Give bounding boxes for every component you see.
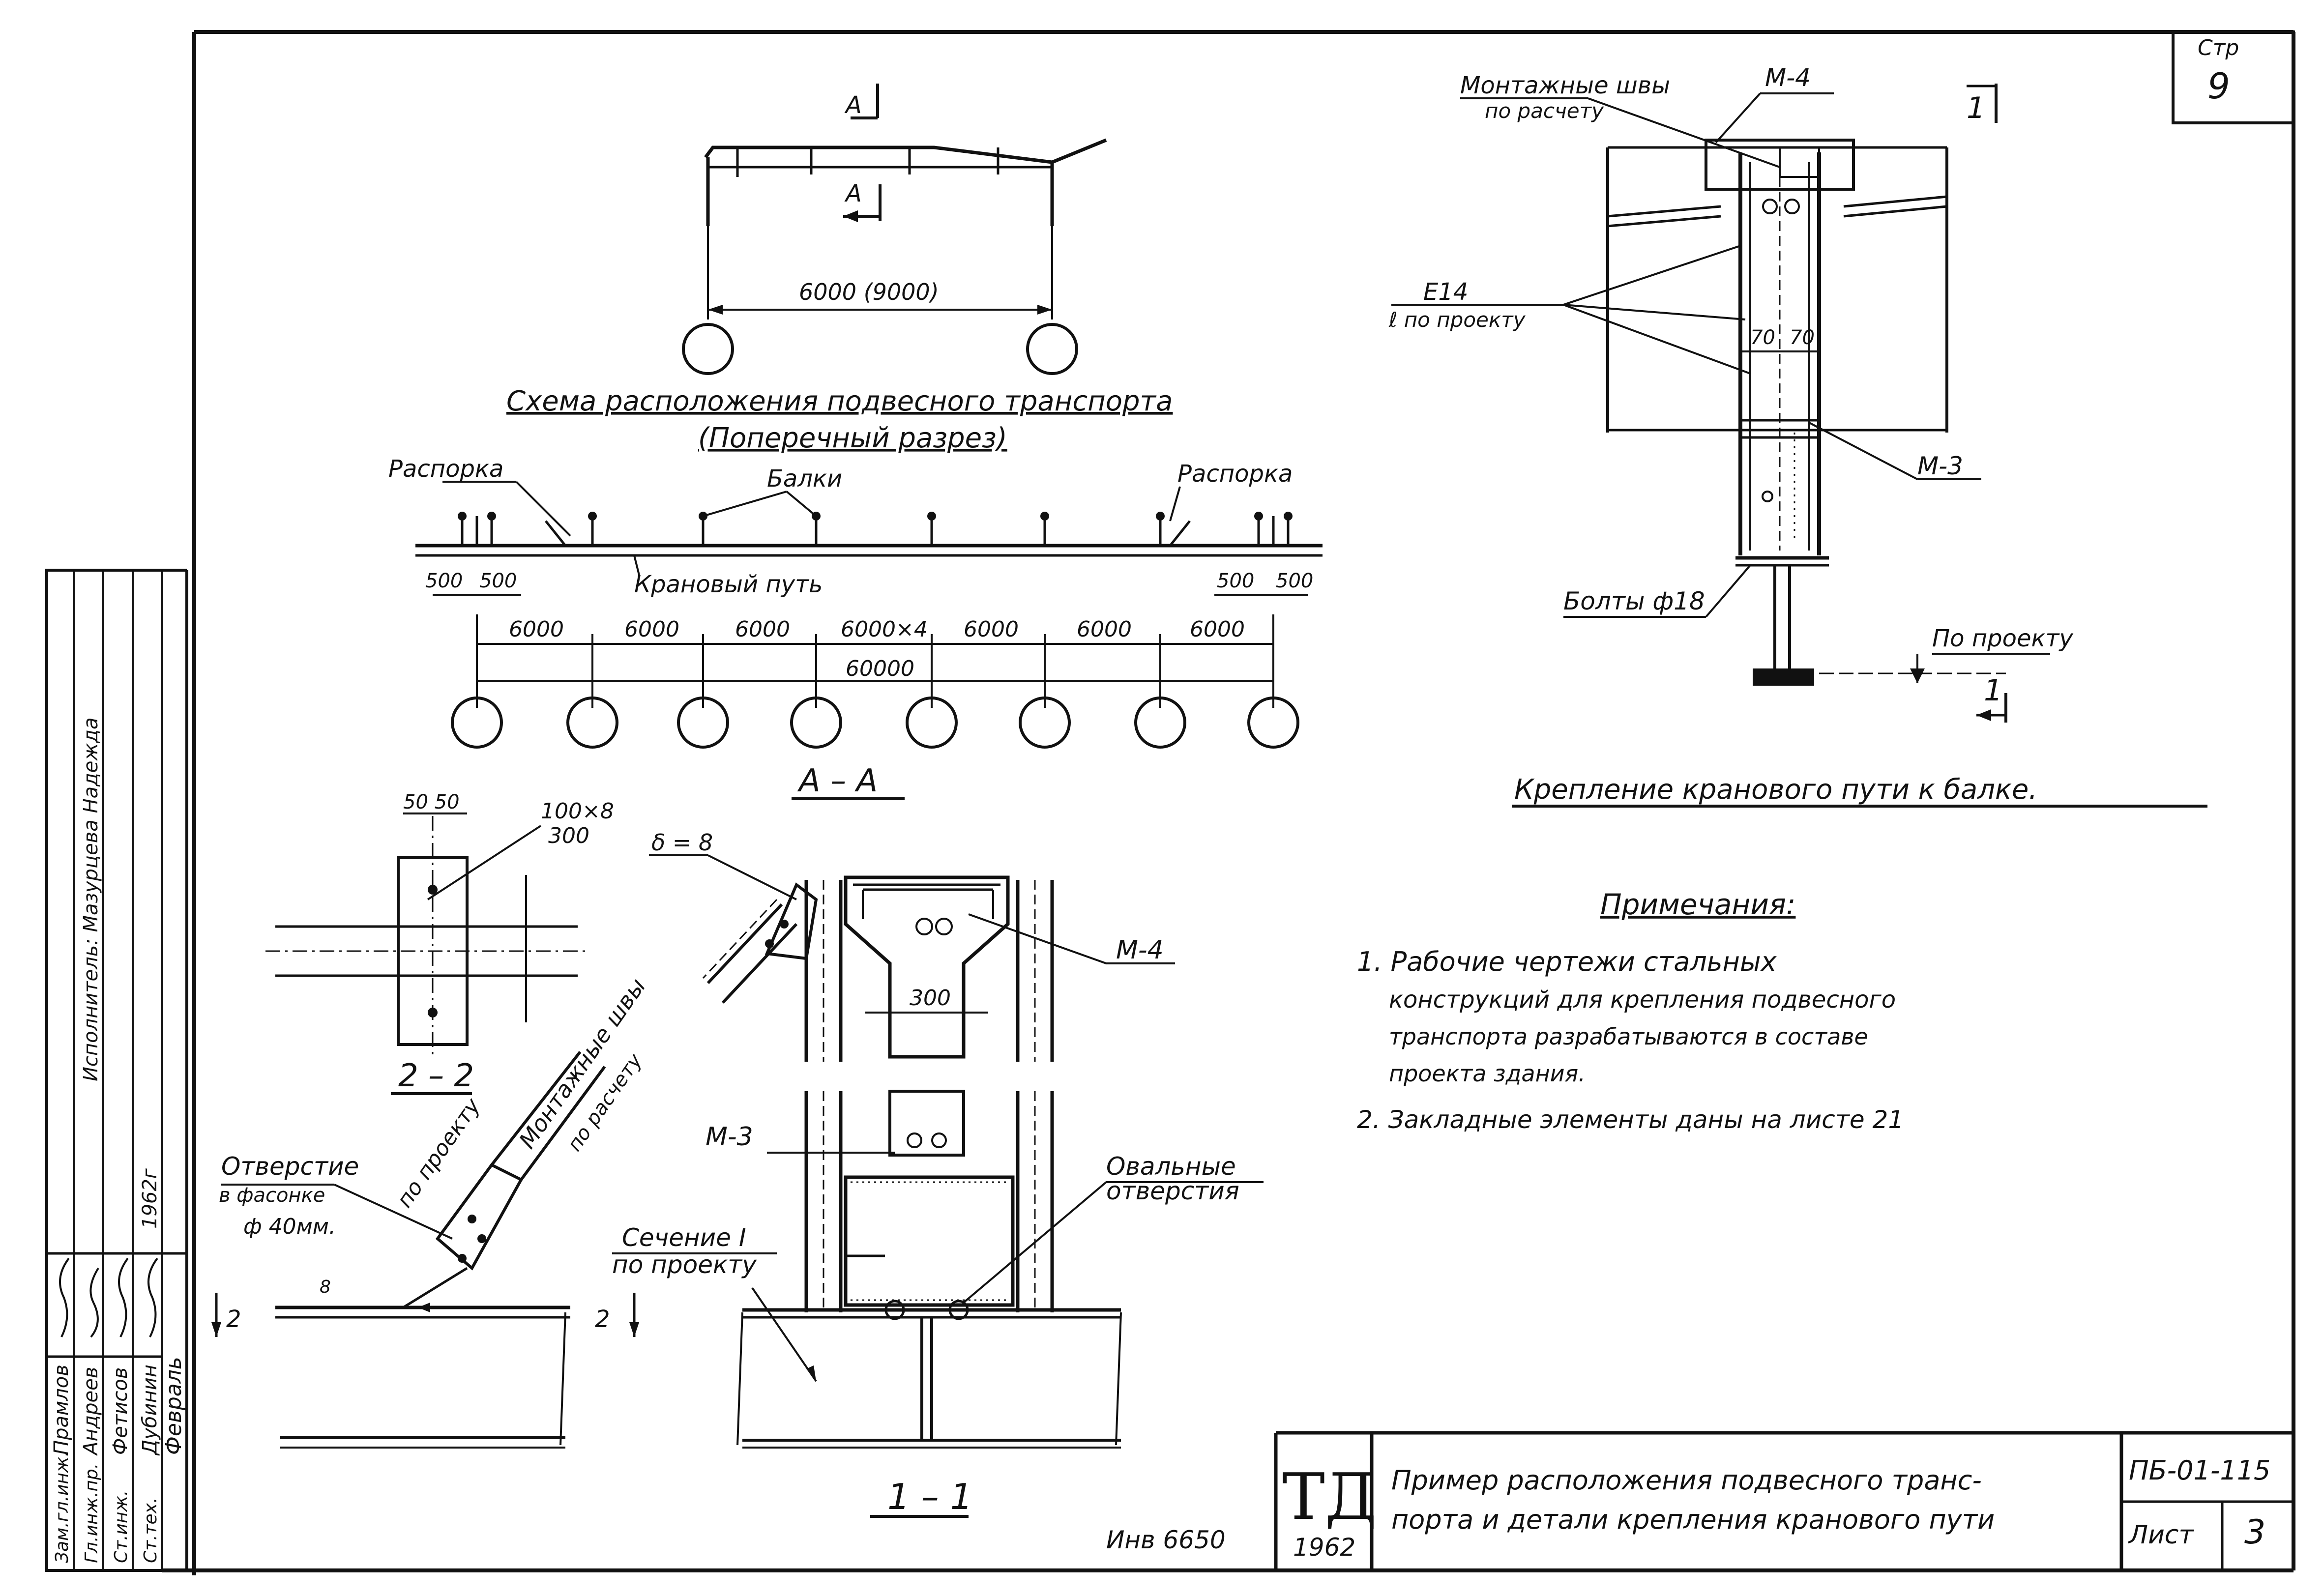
sheet-label: Лист (2128, 1520, 2194, 1550)
stamp-name-1: Прамлов (50, 1364, 73, 1455)
span-dimension: 6000 (9000) (799, 279, 939, 305)
scheme-title: Схема расположения подвесного транспорта (506, 385, 1173, 417)
stamp-executor: Исполнитель: Мазурцева Надежда (80, 717, 102, 1081)
left-stamp: Зам.гл.инж. Прамлов Гл.инж.пр. Андреев С… (45, 569, 188, 1572)
column-axes (451, 696, 1299, 749)
note-1-line-2: конструкций для крепления подвесного (1389, 986, 1896, 1014)
label-m4-top: М-4 (1765, 63, 1811, 92)
spacing-1: 6000 (509, 617, 564, 642)
crane-detail-title: Крепление кранового пути к балке. (1514, 774, 2037, 806)
oval-holes-2: отверстия (1106, 1177, 1239, 1205)
sheet-number: 3 (2244, 1513, 2265, 1552)
drawing-code: ПБ-01-115 (2129, 1455, 2270, 1486)
edge-dim-right-1: 500 (1217, 570, 1254, 592)
spacing-4: 6000×4 (841, 617, 928, 642)
stamp-name-2: Андреев (80, 1367, 102, 1456)
note-1-line-3: транспорта разрабатываются в составе (1389, 1023, 1868, 1050)
dim-300: 300 (910, 986, 951, 1011)
dims-50-50: 50 50 (403, 791, 460, 813)
dim-70-a: 70 (1750, 326, 1775, 349)
cut-mark-1-bottom: 1 (1984, 673, 2002, 708)
plate-size: 100×8 (541, 799, 614, 824)
edge-dim-left-1: 500 (425, 570, 463, 592)
stamp-name-3: Фетисов (109, 1367, 132, 1455)
label-m3-section: М-3 (706, 1122, 753, 1152)
cut-mark-2-left: 2 (226, 1306, 241, 1333)
welds-label-2: по расчету (1485, 99, 1604, 123)
spacing-5: 6000 (964, 617, 1019, 642)
total-length: 60000 (846, 656, 914, 681)
notes: Примечания: 1. Рабочие чертежи стальных … (1357, 888, 1904, 1134)
logo-year: 1962 (1293, 1533, 1355, 1562)
label-e14-sub: ℓ по проекту (1388, 308, 1526, 332)
label-m3-top: М-3 (1917, 452, 1963, 480)
label-e14: Е14 (1423, 278, 1468, 306)
label-strut-right: Распорка (1177, 460, 1293, 488)
note-1-line-4: проекта здания. (1389, 1060, 1586, 1087)
title-line-1: Пример расположения подвесного транс- (1391, 1465, 1982, 1496)
section-a-a-title: А – А (797, 763, 878, 799)
note-2: 2. Закладные элементы даны на листе 21 (1357, 1105, 1904, 1134)
welds-label-1: Монтажные швы (1460, 72, 1670, 99)
small-dim-8: 8 (320, 1277, 331, 1297)
inventory-number: Инв 6650 (1106, 1526, 1226, 1554)
title-line-2: порта и детали крепления кранового пути (1391, 1504, 1995, 1535)
oval-holes-1: Овальные (1106, 1152, 1236, 1181)
stamp-date: Февраль (161, 1357, 186, 1455)
hole-label-1: Отверстие (221, 1152, 359, 1181)
section-mark-a-mid: А (844, 180, 862, 207)
label-bolts: Болты ф18 (1563, 587, 1705, 615)
section-2-2: 50 50 100×8 300 2 – 2 (265, 791, 614, 1095)
edge-dim-left-2: 500 (479, 570, 517, 592)
page-number-box: Стр 9 (2172, 30, 2295, 124)
thickness-label: δ = 8 (651, 829, 713, 856)
dim-70-b: 70 (1790, 326, 1815, 349)
stamp-role-1: Зам.гл.инж. (52, 1451, 72, 1563)
plate-length: 300 (548, 823, 589, 848)
stamp-role-4: Ст.тех. (141, 1498, 161, 1563)
section-1-1-title: 1 – 1 (887, 1476, 972, 1517)
plan-a-a: Распорка Балки Распорка (388, 455, 1323, 800)
scheme-subtitle: (Поперечный разрез) (698, 422, 1007, 454)
label-beams: Балки (767, 465, 842, 493)
section-1-1: 300 М-4 М-3 (612, 875, 1264, 1518)
transverse-scheme: А А 6000 (9000) Схема расположения подве… (506, 84, 1173, 454)
stamp-role-3: Ст.инж. (111, 1490, 131, 1563)
title-block: ТД 1962 Пример расположения подвесного т… (1106, 1431, 2294, 1570)
section-2-2-title: 2 – 2 (398, 1058, 474, 1094)
hole-label-3: ф 40мм. (243, 1214, 336, 1239)
stamp-role-2: Гл.инж.пр. (82, 1463, 102, 1563)
hole-label-2: в фасонке (219, 1184, 325, 1207)
label-by-design-right: По проекту (1932, 625, 2073, 652)
plan-posts (458, 512, 1293, 547)
cut-mark-2-right: 2 (595, 1306, 610, 1333)
page-box-number: 9 (2207, 65, 2230, 107)
edge-dim-right-2: 500 (1276, 570, 1313, 592)
label-m4-section: М-4 (1116, 935, 1164, 965)
page-box-label: Стр (2198, 35, 2239, 60)
section-i-label-2: по проекту (612, 1250, 757, 1279)
spacing-2: 6000 (624, 617, 679, 642)
spacing-6: 6000 (1077, 617, 1132, 642)
cut-mark-1-top: 1 (1967, 91, 1985, 125)
label-crane-track: Крановый путь (634, 571, 823, 598)
logo-td: ТД (1282, 1459, 1377, 1534)
sheet-frame (162, 30, 2295, 1575)
crane-track-detail: Монтажные швы по расчету М-4 1 (1388, 63, 2207, 808)
note-1-line-1: 1. Рабочие чертежи стальных (1357, 946, 1777, 977)
label-strut-left: Распорка (388, 455, 503, 483)
spacing-7: 6000 (1190, 617, 1245, 642)
spacing-ticks (476, 614, 1274, 708)
spacing-3: 6000 (735, 617, 790, 642)
section-mark-a-top: А (844, 91, 862, 119)
notes-heading: Примечания: (1600, 888, 1795, 921)
section-i-label-1: Сечение I (622, 1223, 746, 1252)
stamp-year: 1962г (139, 1168, 161, 1229)
stamp-name-4: Дубинин (139, 1364, 161, 1456)
